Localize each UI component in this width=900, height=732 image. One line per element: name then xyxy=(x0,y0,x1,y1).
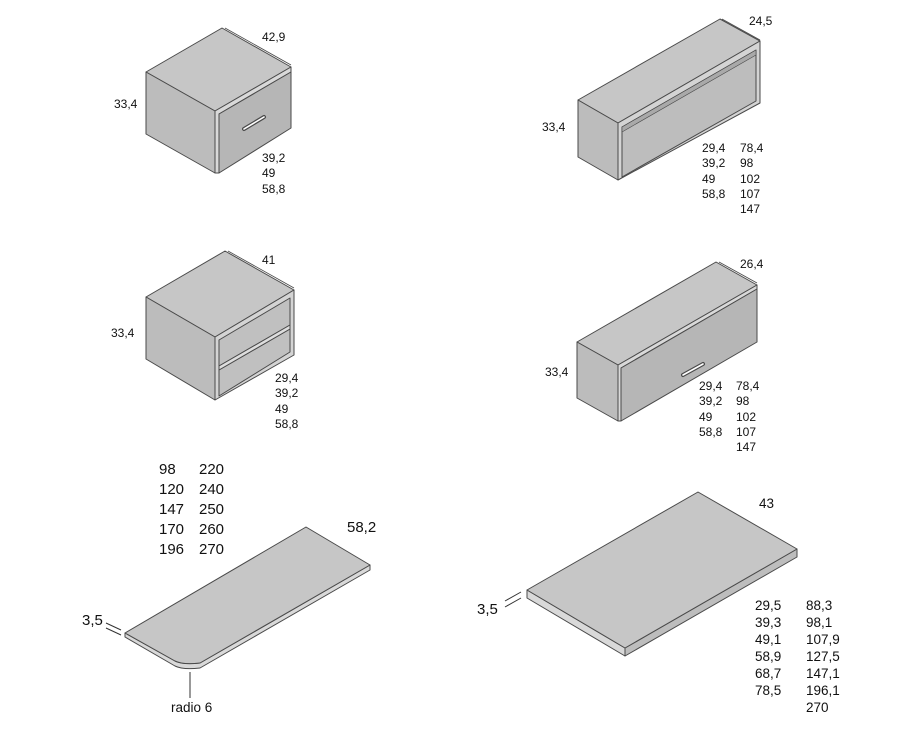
depth-label: 24,5 xyxy=(749,14,773,28)
open-wall-unit-drawing xyxy=(577,18,761,181)
width-value: 78,4 xyxy=(736,379,760,393)
width-list: 78,4 98 102 107 147 xyxy=(740,141,763,217)
slab-top xyxy=(124,526,371,665)
length-list: 220 240 250 260 270 xyxy=(199,460,224,560)
length-value: 196 xyxy=(159,541,185,558)
width-value: 107 xyxy=(736,424,757,439)
thickness-tick xyxy=(504,597,522,608)
width-value: 107 xyxy=(740,186,761,201)
depth-label: 43 xyxy=(759,496,775,511)
open-shelf-cube-drawing xyxy=(145,250,295,401)
flap-front xyxy=(620,288,758,422)
shelf-edge xyxy=(218,324,291,371)
height-label: 33,4 xyxy=(114,97,138,111)
width-value: 78,4 xyxy=(740,141,764,155)
length-value: 240 xyxy=(199,481,225,498)
width-list: 39,2 49 58,8 xyxy=(262,151,285,197)
slab-top xyxy=(526,491,798,649)
length-value: 250 xyxy=(199,501,225,518)
width-value: 58,8 xyxy=(699,424,723,439)
width-value: 29,4 xyxy=(275,371,299,385)
length-value: 270 xyxy=(806,700,829,715)
flap-wall-unit-drawing xyxy=(576,261,758,422)
width-value: 39,2 xyxy=(262,151,286,165)
height-label: 33,4 xyxy=(545,365,569,379)
length-value: 147,1 xyxy=(806,666,840,681)
depth-label: 41 xyxy=(262,253,276,267)
length-value: 68,7 xyxy=(755,666,782,681)
thickness-tick xyxy=(105,622,122,631)
thickness-tick xyxy=(105,627,122,636)
thickness-tick xyxy=(504,591,522,602)
length-value: 127,5 xyxy=(806,649,840,664)
width-value: 58,8 xyxy=(275,416,299,431)
width-value: 39,2 xyxy=(702,156,726,171)
length-list: 98 120 147 170 196 xyxy=(159,460,184,560)
width-list: 29,4 39,2 49 58,8 xyxy=(699,379,722,440)
height-label: 33,4 xyxy=(542,120,566,134)
width-value: 49 xyxy=(275,401,289,416)
length-value: 88,3 xyxy=(806,598,833,613)
length-value: 98,1 xyxy=(806,615,833,630)
length-list: 29,5 39,3 49,1 58,9 68,7 78,5 xyxy=(755,597,781,699)
rounded-top-drawing xyxy=(105,526,371,698)
radius-label: radio 6 xyxy=(171,700,213,715)
length-value: 220 xyxy=(199,461,225,478)
depth-label: 26,4 xyxy=(740,257,764,271)
length-value: 170 xyxy=(159,521,185,538)
thickness-label: 3,5 xyxy=(477,601,498,618)
length-value: 78,5 xyxy=(755,683,782,698)
width-value: 49 xyxy=(702,171,716,186)
depth-label: 42,9 xyxy=(262,30,286,44)
width-value: 102 xyxy=(740,171,761,186)
length-value: 29,5 xyxy=(755,598,782,613)
height-label: 33,4 xyxy=(111,326,135,340)
length-value: 49,1 xyxy=(755,632,782,647)
length-value: 120 xyxy=(159,481,185,498)
width-value: 49 xyxy=(262,166,276,181)
width-list: 29,4 39,2 49 58,8 xyxy=(275,371,298,432)
width-value: 98 xyxy=(736,394,750,409)
width-value: 58,8 xyxy=(702,186,726,201)
length-value: 98 xyxy=(159,461,176,478)
back-inner xyxy=(621,49,757,133)
width-value: 147 xyxy=(736,440,757,455)
width-value: 58,8 xyxy=(262,181,286,196)
length-value: 39,3 xyxy=(755,615,782,630)
width-value: 39,2 xyxy=(699,394,723,409)
thickness-label: 3,5 xyxy=(82,612,103,629)
length-value: 147 xyxy=(159,501,185,518)
length-list: 88,3 98,1 107,9 127,5 147,1 196,1 270 xyxy=(806,597,840,716)
drawer-cube-drawing xyxy=(145,27,292,174)
length-value: 58,9 xyxy=(755,649,782,664)
width-list: 78,4 98 102 107 147 xyxy=(736,379,759,455)
width-value: 49 xyxy=(699,409,713,424)
width-value: 29,4 xyxy=(702,141,726,155)
width-value: 102 xyxy=(736,409,757,424)
straight-top-drawing xyxy=(504,491,798,657)
length-value: 196,1 xyxy=(806,683,840,698)
width-value: 98 xyxy=(740,156,754,171)
length-value: 270 xyxy=(199,541,225,558)
depth-label: 58,2 xyxy=(347,519,377,536)
length-value: 260 xyxy=(199,521,225,538)
width-list: 29,4 39,2 49 58,8 xyxy=(702,141,725,202)
width-value: 39,2 xyxy=(275,386,299,401)
length-value: 107,9 xyxy=(806,632,840,647)
width-value: 29,4 xyxy=(699,379,723,393)
width-value: 147 xyxy=(740,202,761,217)
